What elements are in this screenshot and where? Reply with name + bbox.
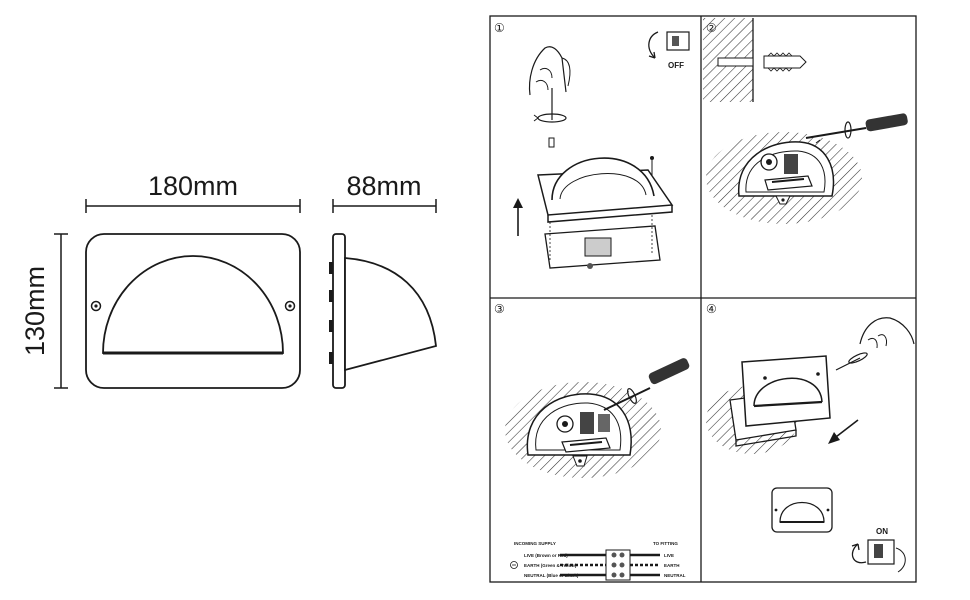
- wiring-earth-target: EARTH: [664, 563, 680, 568]
- front-view: 180mm 130mm: [20, 171, 301, 389]
- step-4-panel: ④ ON: [706, 302, 915, 573]
- wiring-right-header: TO FITTING: [653, 541, 678, 546]
- width-dimension-label: 180mm: [148, 171, 238, 201]
- wiring-live-target: LIVE: [664, 553, 674, 558]
- height-dimension-label: 130mm: [20, 266, 50, 356]
- step-2-panel: ②: [703, 18, 908, 224]
- depth-dimension-label: 88mm: [346, 171, 421, 201]
- step-1-panel: ① OFF: [494, 21, 690, 269]
- on-label: ON: [876, 527, 888, 536]
- wiring-neutral-label: NEUTRAL (Blue or Black): [524, 573, 579, 578]
- step-4-number: ④: [706, 302, 717, 316]
- step-3-panel: ③ INCOMING SUPPLY TO FITTING LIVE (Brown…: [494, 302, 690, 581]
- instruction-grid: [489, 15, 917, 583]
- wiring-earth-label: EARTH (Green & Yellow): [524, 563, 577, 568]
- side-view: 88mm: [329, 171, 437, 389]
- step-1-number: ①: [494, 21, 505, 35]
- wiring-left-header: INCOMING SUPPLY: [514, 541, 556, 546]
- step-3-number: ③: [494, 302, 505, 316]
- wiring-neutral-target: NEUTRAL: [664, 573, 686, 578]
- wiring-table: INCOMING SUPPLY TO FITTING LIVE (Brown o…: [510, 541, 686, 581]
- wiring-live-label: LIVE (Brown or Red): [524, 553, 568, 558]
- off-label: OFF: [668, 61, 684, 70]
